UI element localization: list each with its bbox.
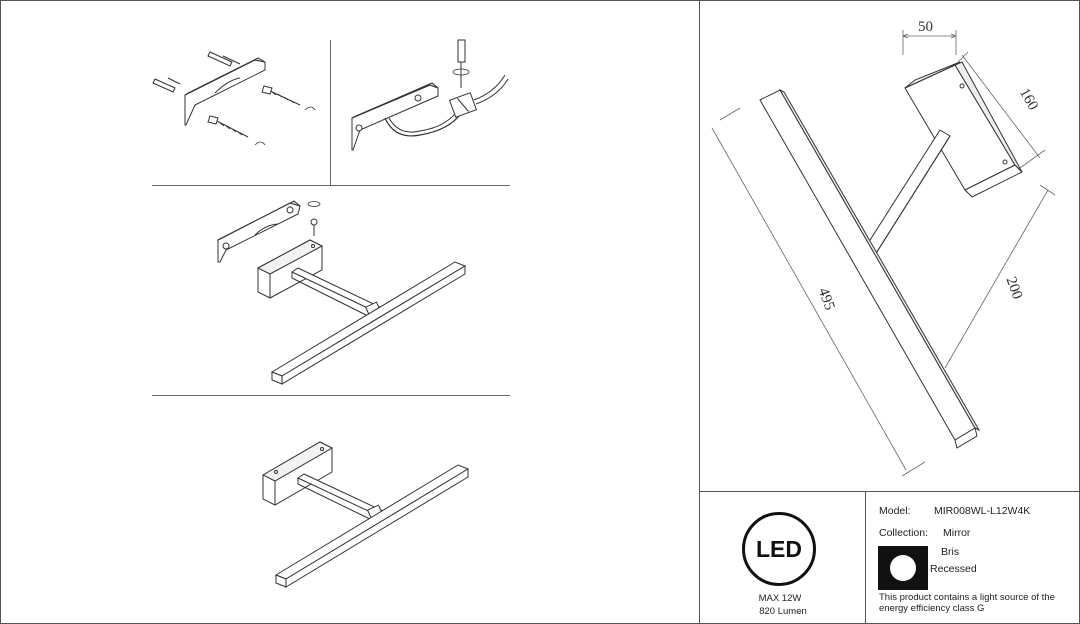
- dim-length: 495: [815, 286, 838, 313]
- energy-class-dot: [890, 555, 916, 581]
- step-divider-2: [152, 395, 510, 396]
- info-divider: [699, 491, 1080, 492]
- step-divider-vertical: [330, 40, 331, 185]
- led-logo: LED: [742, 512, 816, 586]
- led-max-power: MAX 12W: [758, 593, 802, 604]
- brand-value: Bris: [941, 546, 960, 558]
- collection-label: Collection:: [879, 527, 929, 539]
- dim-depth: 160: [1016, 86, 1041, 113]
- main-divider: [699, 0, 700, 624]
- info-column-divider: [865, 491, 866, 624]
- model-label: Model:: [879, 505, 911, 517]
- dim-arm: 200: [1003, 275, 1026, 302]
- energy-class-badge: [878, 546, 928, 590]
- energy-note: This product contains a light source of …: [879, 592, 1055, 614]
- dim-width: 50: [918, 19, 933, 35]
- model-value: MIR008WL-L12W4K: [934, 505, 1031, 517]
- collection-value: Mirror: [943, 527, 971, 539]
- step-divider-1: [152, 185, 510, 186]
- mount-type: Recessed: [930, 563, 977, 575]
- led-lumen: 820 Lumen: [759, 606, 807, 617]
- led-logo-text: LED: [756, 535, 802, 562]
